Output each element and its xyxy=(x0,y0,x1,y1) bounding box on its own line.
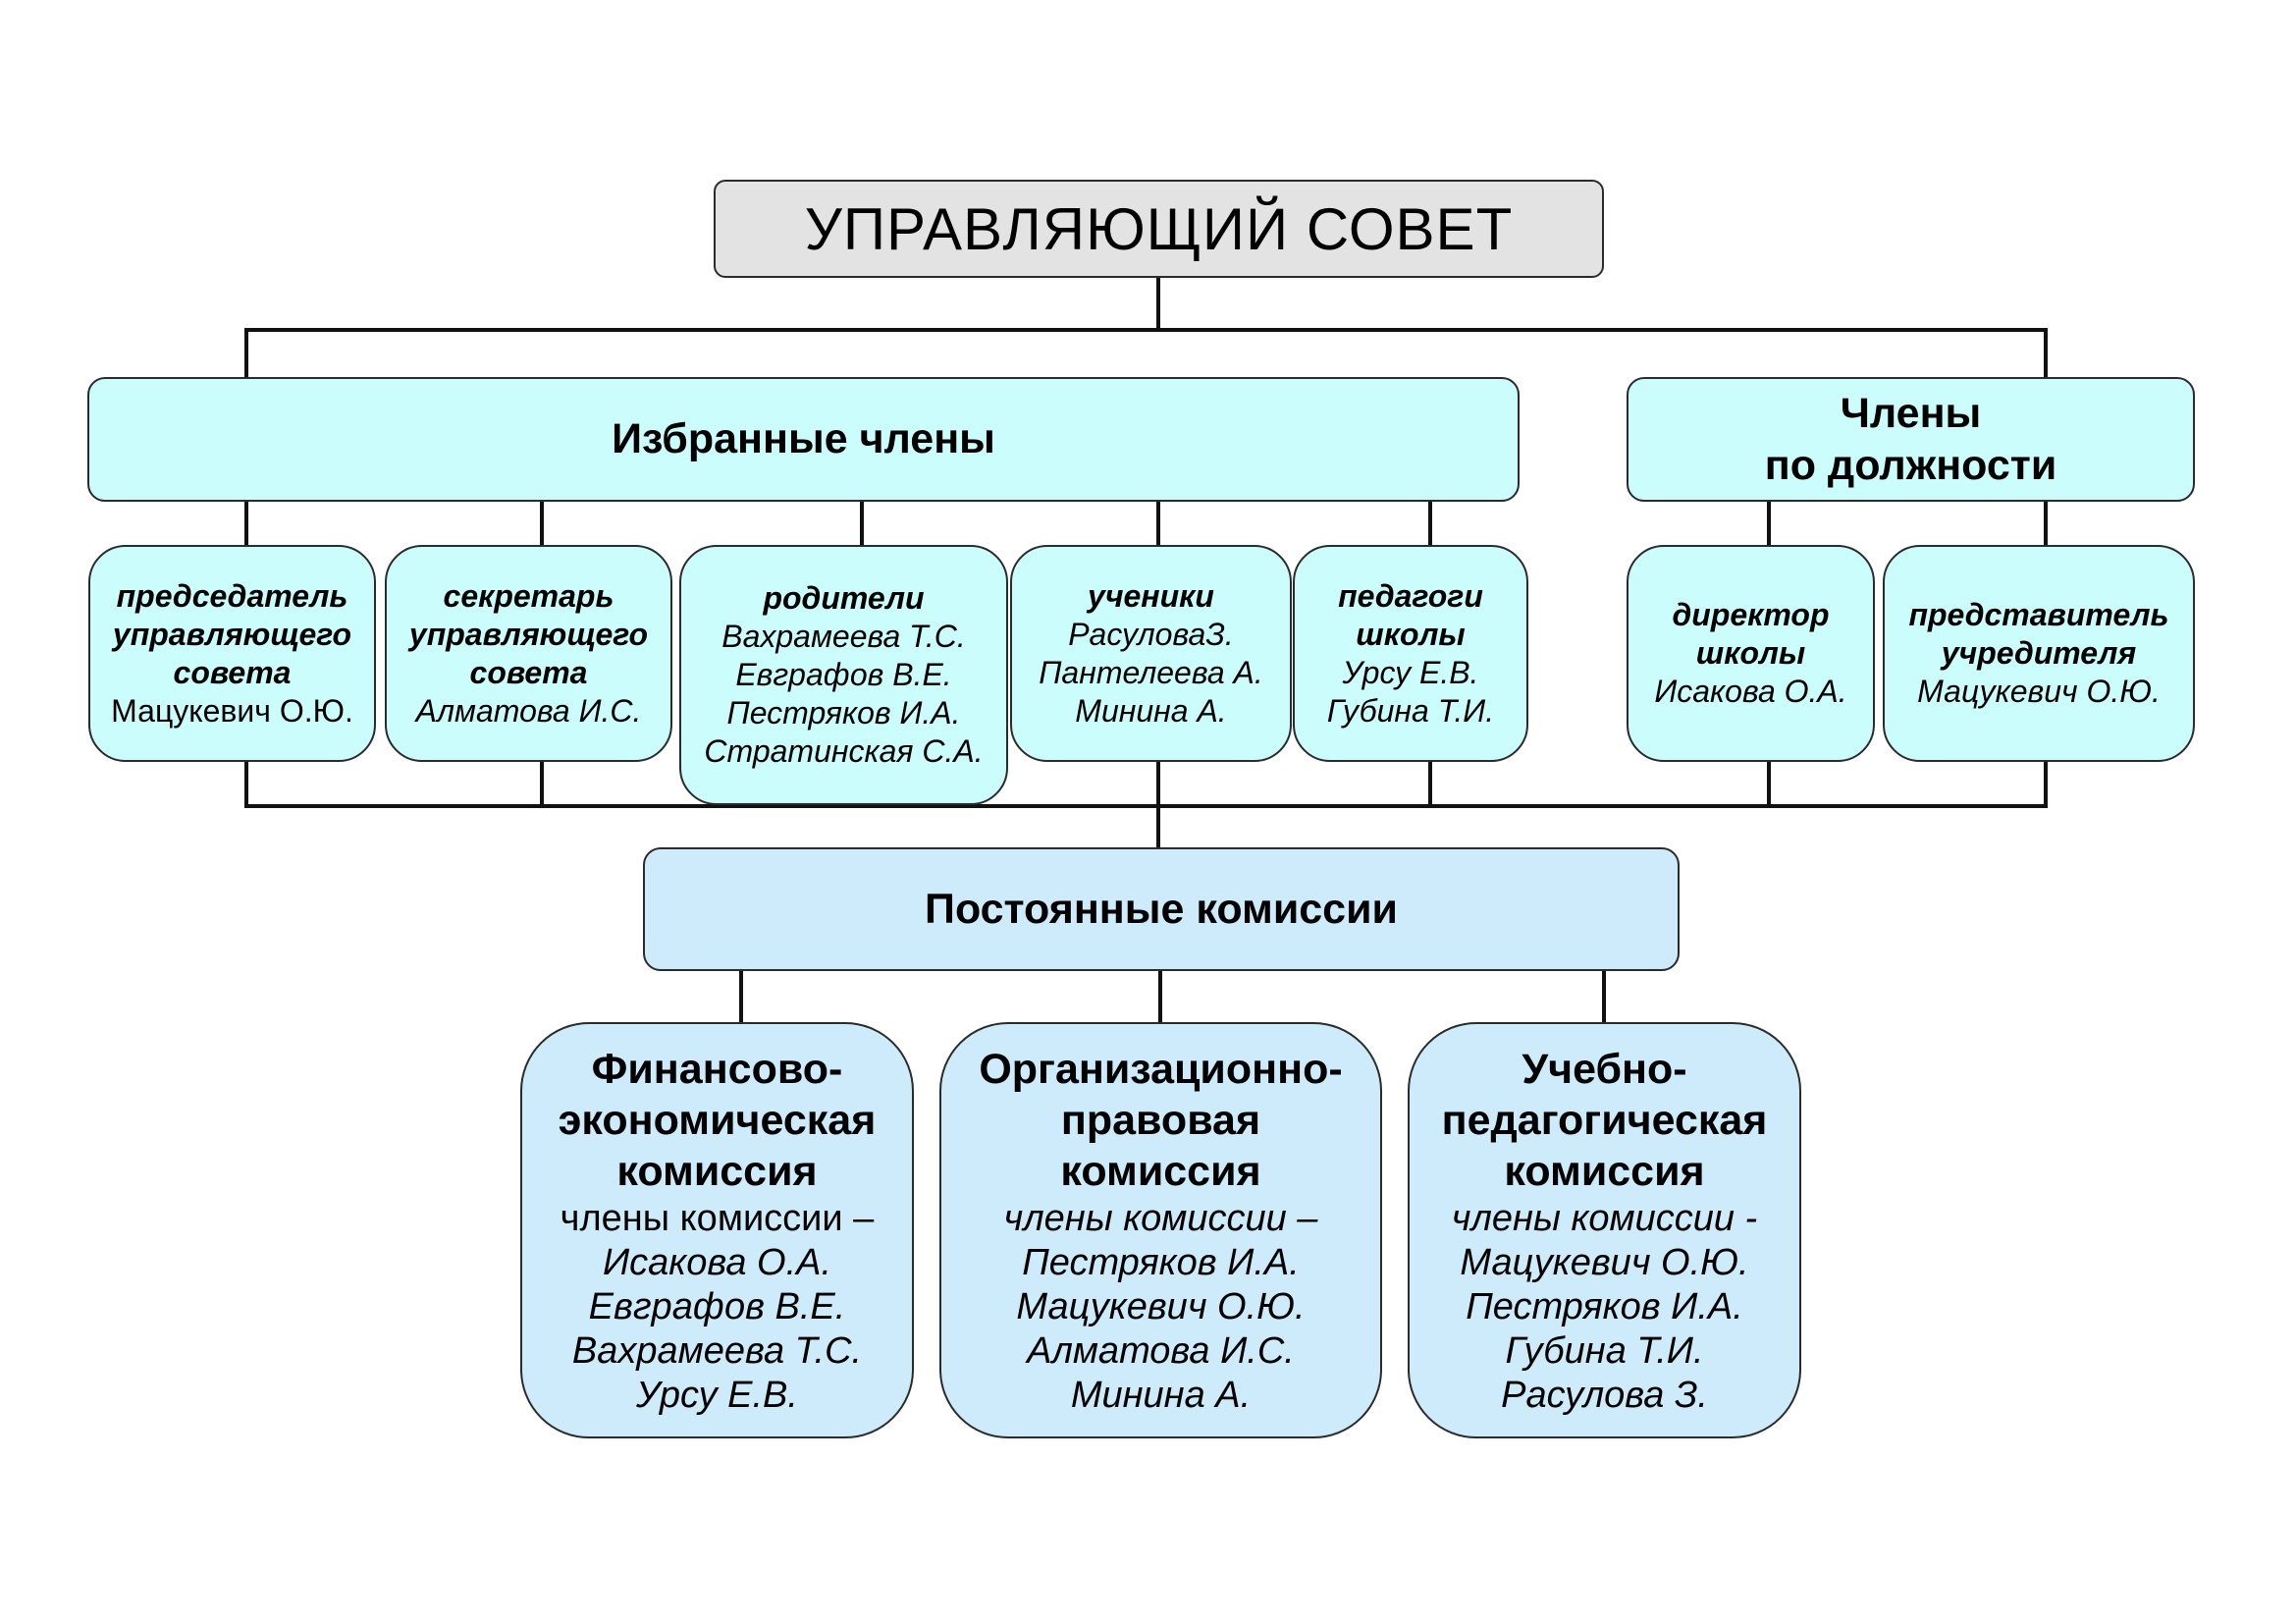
member-director: директор школы Исакова О.А. xyxy=(1627,545,1875,762)
commission-member: Расулова З. xyxy=(1501,1374,1708,1416)
member-role: совета xyxy=(469,654,588,690)
member-role: директор xyxy=(1672,597,1830,632)
standing-commissions-box: Постоянные комиссии xyxy=(643,847,1680,971)
ex-officio-label-line1: Члены xyxy=(1840,389,1982,437)
commission-title: Финансово- xyxy=(591,1045,843,1093)
commission-member: Исакова О.А. xyxy=(602,1241,832,1283)
member-founder-rep: представитель учредителя Мацукевич О.Ю. xyxy=(1883,545,2195,762)
member-role: педагоги xyxy=(1338,577,1483,614)
commission-members-label: члены комиссии – xyxy=(560,1197,875,1239)
member-person: Пантелеева А. xyxy=(1039,654,1263,690)
member-secretary: секретарь управляющего совета Алматова И… xyxy=(385,545,672,762)
commission-title: экономическая xyxy=(558,1096,877,1144)
commission-member: Пестряков И.А. xyxy=(1022,1241,1300,1283)
member-role: ученики xyxy=(1088,577,1214,614)
member-students: ученики РасуловаЗ. Пантелеева А. Минина … xyxy=(1010,545,1292,762)
elected-members-label: Избранные члены xyxy=(612,415,995,462)
member-person: Мацукевич О.Ю. xyxy=(111,692,353,729)
commission-member: Урсу Е.В. xyxy=(636,1374,798,1416)
member-role: родители xyxy=(763,580,925,616)
member-person: Минина А. xyxy=(1075,692,1227,729)
commission-title: Учебно- xyxy=(1522,1045,1687,1093)
commission-member: Вахрамеева Т.С. xyxy=(571,1329,863,1372)
council-title-box: УПРАВЛЯЮЩИЙ СОВЕТ xyxy=(714,180,1604,278)
member-role: школы xyxy=(1356,616,1466,652)
commission-organizational: Организационно- правовая комиссия члены … xyxy=(939,1022,1382,1438)
member-role: учредителя xyxy=(1941,635,2137,671)
member-role: школы xyxy=(1695,635,1806,671)
commission-members-label: члены комиссии - xyxy=(1451,1197,1758,1239)
commission-finance: Финансово- экономическая комиссия члены … xyxy=(520,1022,914,1438)
member-role: секретарь xyxy=(443,577,614,614)
member-role: управляющего xyxy=(112,616,352,652)
commission-member: Мацукевич О.Ю. xyxy=(1460,1241,1749,1283)
member-person: Вахрамеева Т.С. xyxy=(721,619,966,654)
member-role: председатель xyxy=(116,577,348,614)
commission-title: Организационно- xyxy=(979,1045,1343,1093)
commission-members-label: члены комиссии – xyxy=(1003,1197,1318,1239)
commission-title: комиссия xyxy=(1504,1147,1705,1195)
commission-member: Мацукевич О.Ю. xyxy=(1016,1285,1306,1327)
commission-member: Губина Т.И. xyxy=(1505,1329,1704,1372)
commission-title: комиссия xyxy=(1060,1147,1261,1195)
member-parents: родители Вахрамеева Т.С. Евграфов В.Е. П… xyxy=(679,545,1008,805)
standing-commissions-label: Постоянные комиссии xyxy=(925,885,1398,933)
member-role: управляющего xyxy=(408,616,649,652)
commission-member: Минина А. xyxy=(1070,1374,1252,1416)
commission-educational: Учебно- педагогическая комиссия члены ко… xyxy=(1408,1022,1801,1438)
ex-officio-box: Члены по должности xyxy=(1627,377,2195,502)
member-person: Губина Т.И. xyxy=(1326,692,1495,729)
member-role: представитель xyxy=(1908,597,2169,632)
commission-member: Алматова И.С. xyxy=(1027,1329,1295,1372)
ex-officio-label-line2: по должности xyxy=(1764,441,2057,489)
member-teachers: педагоги школы Урсу Е.В. Губина Т.И. xyxy=(1293,545,1528,762)
elected-members-box: Избранные члены xyxy=(87,377,1520,502)
member-person: Пестряков И.А. xyxy=(726,695,961,731)
member-role: совета xyxy=(173,654,292,690)
member-person: РасуловаЗ. xyxy=(1068,616,1234,652)
member-person: Алматова И.С. xyxy=(415,692,642,729)
commission-title: комиссия xyxy=(616,1147,818,1195)
member-chairman: председатель управляющего совета Мацукев… xyxy=(88,545,376,762)
commission-title: правовая xyxy=(1060,1096,1261,1144)
member-person: Стратинская С.А. xyxy=(704,733,984,769)
member-person: Мацукевич О.Ю. xyxy=(1917,674,2161,709)
member-person: Евграфов В.Е. xyxy=(735,657,952,692)
commission-member: Пестряков И.А. xyxy=(1466,1285,1743,1327)
council-title: УПРАВЛЯЮЩИЙ СОВЕТ xyxy=(804,195,1514,262)
member-person: Исакова О.А. xyxy=(1654,674,1847,709)
member-person: Урсу Е.В. xyxy=(1342,654,1479,690)
commission-member: Евграфов В.Е. xyxy=(588,1285,846,1327)
commission-title: педагогическая xyxy=(1441,1096,1768,1144)
